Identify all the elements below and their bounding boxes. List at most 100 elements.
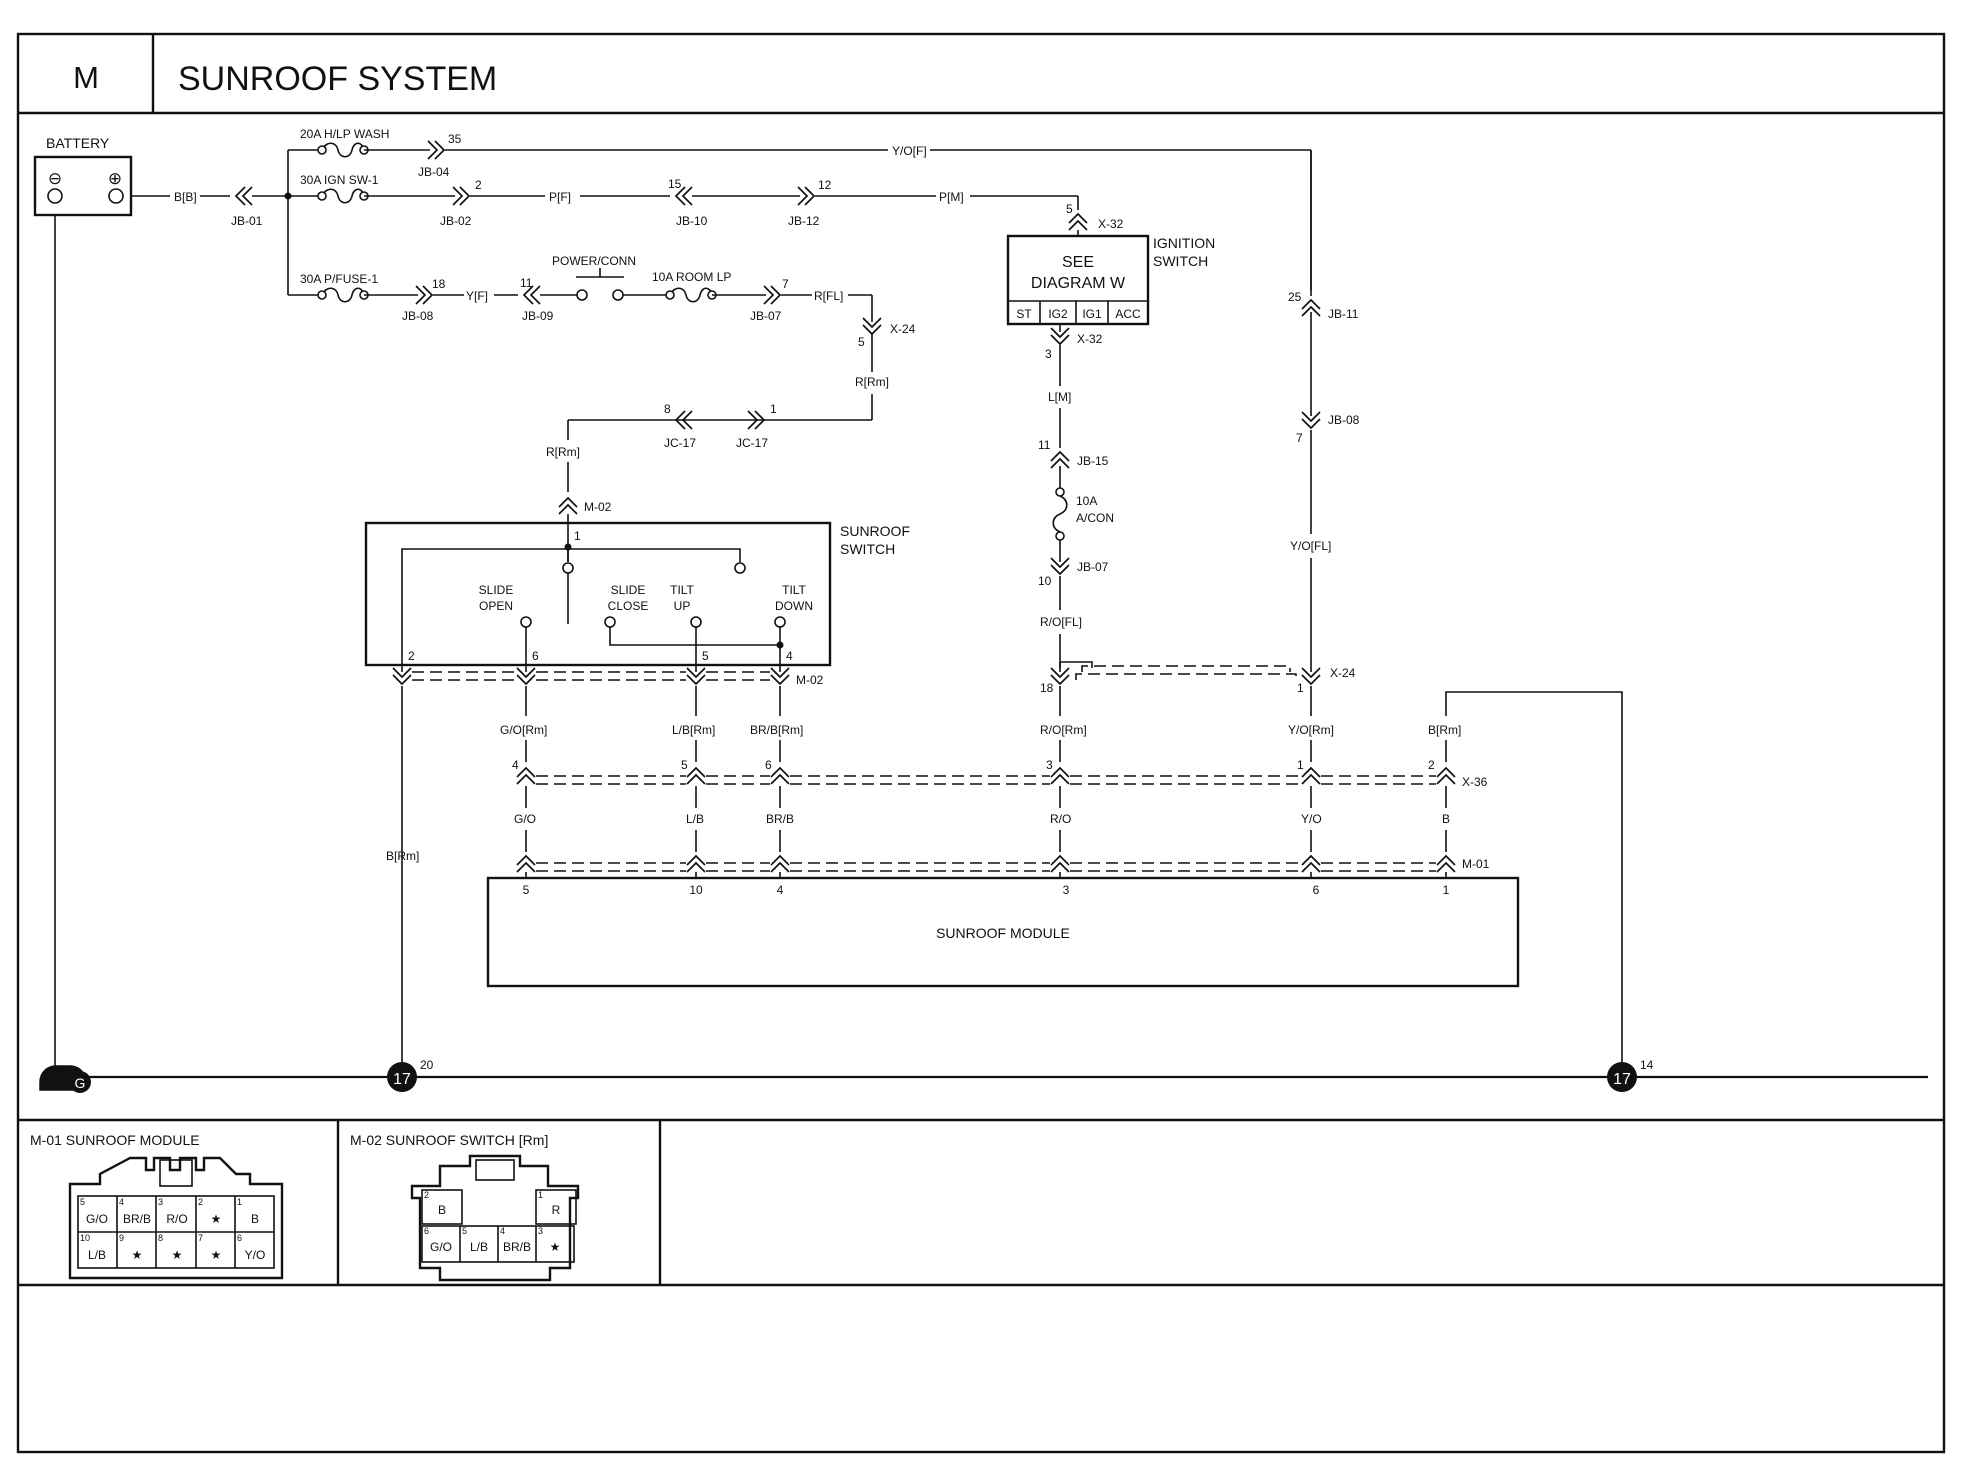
- x36-pin-2: 2: [1428, 758, 1435, 772]
- m02-cell-4-num: 4: [500, 1226, 505, 1236]
- jb-04-label: JB-04: [418, 165, 450, 179]
- jb-02-label: JB-02: [440, 214, 472, 228]
- m02-cell-5-num: 5: [462, 1226, 467, 1236]
- slide-close-1: SLIDE: [611, 583, 646, 597]
- tilt-down-1: TILT: [782, 583, 806, 597]
- m01-cell-3-num: 3: [158, 1197, 163, 1207]
- wire-p-f-label: P[F]: [549, 190, 571, 204]
- ground-pin-14: 14: [1640, 1058, 1654, 1072]
- fuse-room-lp-label: 10A ROOM LP: [652, 270, 731, 284]
- m01-cell-1-num: 1: [237, 1197, 242, 1207]
- jb-07-right-label: JB-07: [1077, 560, 1109, 574]
- tilt-down-2: DOWN: [775, 599, 813, 613]
- m02-cell-2-num: 2: [424, 1190, 429, 1200]
- switch-pin-6: 6: [532, 649, 539, 663]
- sunroof-module-label: SUNROOF MODULE: [936, 925, 1070, 941]
- m01-cell-7: ★: [211, 1248, 222, 1262]
- x-24-top-label: X-24: [890, 322, 916, 336]
- wire-p-m-label: P[M]: [939, 190, 964, 204]
- pin-18-x24: 18: [1040, 681, 1054, 695]
- panel2-title: M-02 SUNROOF SWITCH [Rm]: [350, 1132, 548, 1148]
- m01-cell-4-num: 4: [119, 1197, 124, 1207]
- fuse-h-lp-wash-label: 20A H/LP WASH: [300, 127, 389, 141]
- fuse-acon-label: A/CON: [1076, 511, 1114, 525]
- pin-8-jc17: 8: [664, 402, 671, 416]
- m02-cell-2: B: [438, 1203, 446, 1217]
- m-01-label: M-01: [1462, 857, 1490, 871]
- wire-l-b-rm: L/B[Rm]: [672, 723, 715, 737]
- wire-y-o-f-label: Y/O[F]: [892, 144, 927, 158]
- m-02-connector-face: [410, 1154, 580, 1282]
- ground-pin-20: 20: [420, 1058, 434, 1072]
- jb-01-label: JB-01: [231, 214, 263, 228]
- sunroof-module: [486, 876, 1520, 988]
- ignition-title-2: SWITCH: [1153, 253, 1208, 269]
- switch-pin-2: 2: [408, 649, 415, 663]
- ground-g-label: G: [75, 1075, 86, 1091]
- wire-r-fl-label: R[FL]: [814, 289, 843, 303]
- pin-11-jb15: 11: [1038, 438, 1051, 452]
- wire-br-b: BR/B: [766, 812, 794, 826]
- wire-r-o-fl-label: R/O[FL]: [1040, 615, 1082, 629]
- m02-cell-6-num: 6: [424, 1226, 429, 1236]
- jb-08-left-label: JB-08: [402, 309, 434, 323]
- x36-pin-3: 3: [1046, 758, 1053, 772]
- battery-negative-icon: ⊖: [48, 169, 62, 188]
- wire-br-b-rm: BR/B[Rm]: [750, 723, 803, 737]
- pin-35: 35: [448, 132, 462, 146]
- wire-b-rm-right: B[Rm]: [1428, 723, 1461, 737]
- jb-07-left-label: JB-07: [750, 309, 782, 323]
- pin-7-jb08: 7: [1296, 431, 1303, 445]
- ground-icon: [39, 1065, 91, 1093]
- m-01-connector-face: [68, 1156, 284, 1280]
- jc-17-left-label: JC-17: [664, 436, 696, 450]
- wire-y-o-rm: Y/O[Rm]: [1288, 723, 1334, 737]
- pin-7-jb07: 7: [782, 277, 789, 291]
- m01-cell-8: ★: [172, 1248, 183, 1262]
- m02-cell-6: G/O: [430, 1240, 452, 1254]
- jb-10-label: JB-10: [676, 214, 708, 228]
- m01-cell-6: Y/O: [245, 1248, 266, 1262]
- ign-term-ig2: IG2: [1048, 307, 1068, 321]
- switch-title-2: SWITCH: [840, 541, 895, 557]
- page-title: SUNROOF SYSTEM: [178, 60, 497, 98]
- m02-cell-1-num: 1: [538, 1190, 543, 1200]
- pin-2: 2: [475, 178, 482, 192]
- module-pin-3: 3: [1063, 883, 1070, 897]
- wire-g-o: G/O: [514, 812, 536, 826]
- battery: BATTERY ⊖ ⊕: [33, 135, 133, 217]
- m02-cell-5: L/B: [470, 1240, 488, 1254]
- section-letter: M: [73, 60, 99, 95]
- ign-term-st: ST: [1016, 307, 1032, 321]
- x-32-top-label: X-32: [1098, 217, 1124, 231]
- m01-cell-2: ★: [211, 1212, 222, 1226]
- fuse-10a-label: 10A: [1076, 494, 1097, 508]
- slide-open-1: SLIDE: [479, 583, 514, 597]
- jc-17-right-label: JC-17: [736, 436, 768, 450]
- m01-cell-10: L/B: [88, 1248, 106, 1262]
- pin-5-x32: 5: [1066, 202, 1073, 216]
- m02-cell-4: BR/B: [503, 1240, 531, 1254]
- x-32-bottom-label: X-32: [1077, 332, 1103, 346]
- m01-cell-9: ★: [132, 1248, 143, 1262]
- pin-12: 12: [818, 178, 832, 192]
- switch-pin-4: 4: [786, 649, 793, 663]
- ground-node-right: 17: [1613, 1071, 1631, 1088]
- pin-15: 15: [668, 177, 682, 191]
- wire-r-rm-label: R[Rm]: [855, 375, 889, 389]
- wire-r-o: R/O: [1050, 812, 1071, 826]
- diagram-w-label: DIAGRAM W: [1031, 275, 1126, 292]
- pin-1-jc17: 1: [770, 402, 777, 416]
- m02-cell-1: R: [552, 1203, 561, 1217]
- module-pin-4: 4: [777, 883, 784, 897]
- module-pin-10: 10: [689, 883, 703, 897]
- fuse-ign-sw-label: 30A IGN SW-1: [300, 173, 379, 187]
- ignition-switch: SEE DIAGRAM W ST IG2 IG1 ACC: [1006, 234, 1150, 326]
- pin-25-jb11: 25: [1288, 290, 1302, 304]
- tilt-up-1: TILT: [670, 583, 694, 597]
- pin-18: 18: [432, 277, 446, 291]
- sunroof-switch: [364, 521, 832, 667]
- ign-term-acc: ACC: [1115, 307, 1141, 321]
- module-pin-5: 5: [523, 883, 530, 897]
- switch-pin-5: 5: [702, 649, 709, 663]
